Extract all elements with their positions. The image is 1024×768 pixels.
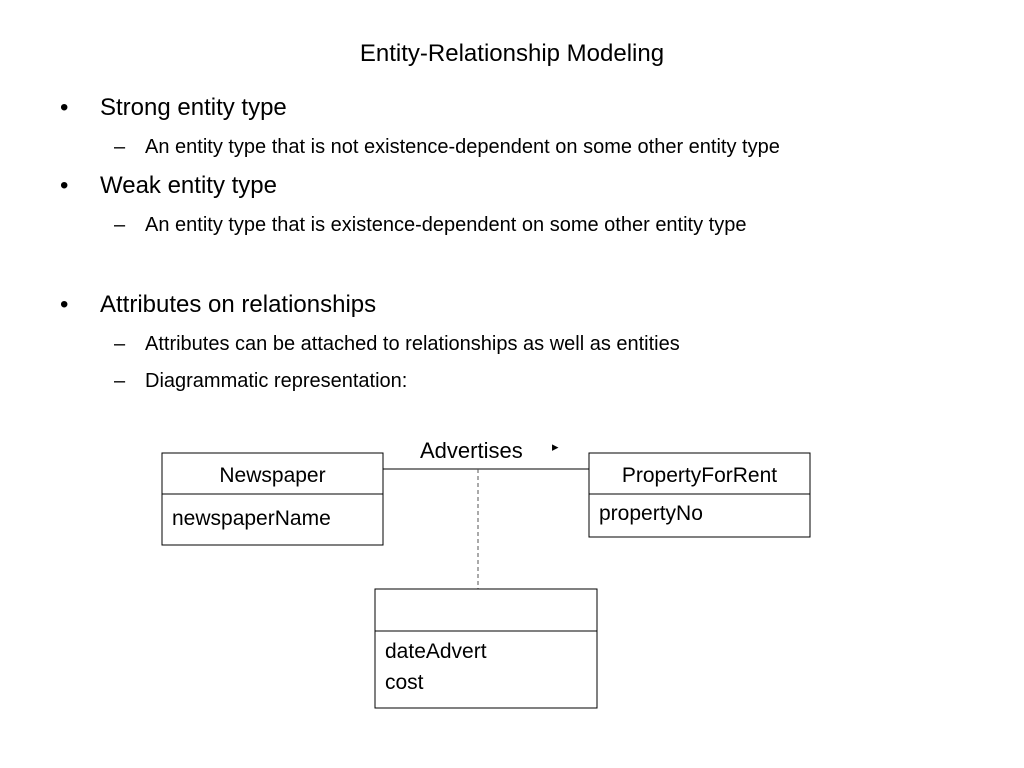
entity-name: Newspaper [219, 464, 325, 487]
association-class-box [374, 588, 598, 709]
subbullet-diagrammatic-representation: Diagrammatic representation: [145, 370, 408, 392]
bullet-marker: • [60, 291, 69, 318]
entity-newspaper: Newspaper newspaperName [161, 452, 384, 546]
bullet-marker: • [60, 172, 69, 199]
association-attribute-date-advert: dateAdvert [385, 640, 487, 663]
subbullet-marker: – [114, 214, 126, 236]
bullet-weak-entity: Weak entity type [100, 172, 277, 199]
association-attribute-cost: cost [385, 671, 424, 694]
subbullet-weak-entity-definition: An entity type that is existence-depende… [145, 214, 747, 236]
entity-name: PropertyForRent [622, 464, 777, 487]
bullet-marker: • [60, 94, 69, 121]
entity-box [588, 452, 811, 538]
relationship-direction-arrow: ▸ [552, 439, 559, 454]
bullet-attributes-on-relationships: Attributes on relationships [100, 291, 377, 318]
entity-attribute: newspaperName [172, 507, 331, 530]
slide-title: Entity-Relationship Modeling [359, 40, 665, 67]
bullet-strong-entity: Strong entity type [100, 94, 287, 121]
entity-property-for-rent: PropertyForRent propertyNo [588, 452, 811, 538]
subbullet-marker: – [114, 333, 126, 355]
association-class: dateAdvert cost [374, 588, 598, 709]
subbullet-marker: – [114, 370, 126, 392]
entity-attribute: propertyNo [599, 502, 703, 525]
bullet-list: • Strong entity type – An entity type th… [60, 94, 780, 392]
subbullet-marker: – [114, 136, 126, 158]
subbullet-attributes-attached: Attributes can be attached to relationsh… [145, 333, 680, 355]
relationship-label: Advertises [420, 438, 523, 463]
entity-box [161, 452, 384, 546]
subbullet-strong-entity-definition: An entity type that is not existence-dep… [145, 136, 780, 158]
